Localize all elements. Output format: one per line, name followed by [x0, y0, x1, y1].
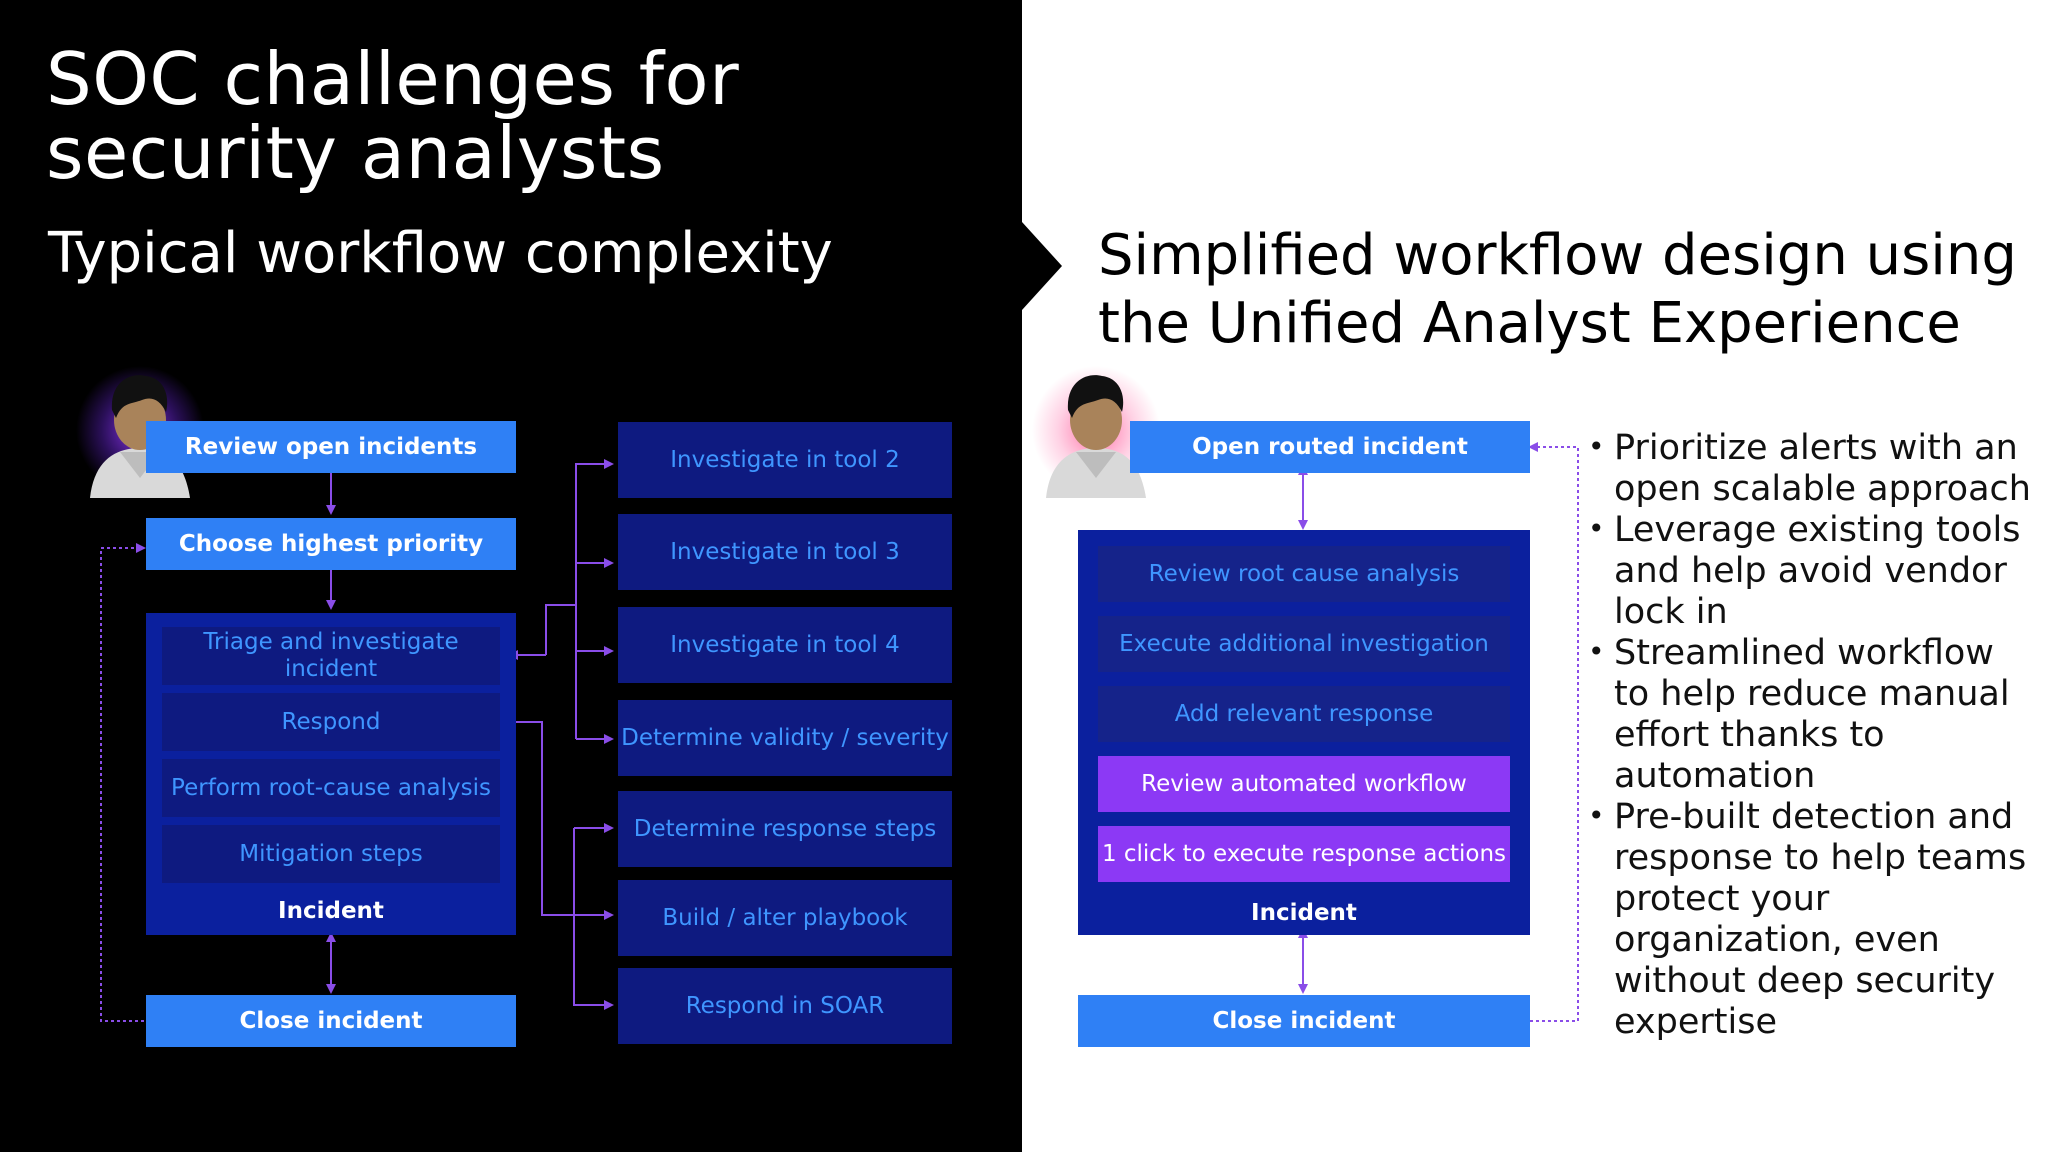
tool-3-step: Investigate in tool 3 [618, 514, 952, 590]
benefit-item: Prioritize alerts with an open scalable … [1588, 426, 2040, 510]
mitigation-step: Mitigation steps [162, 825, 500, 883]
left-heading: Typical workflow complexity [48, 221, 833, 286]
one-click-response-step: 1 click to execute response actions [1098, 826, 1510, 882]
review-root-cause-step: Review root cause analysis [1098, 546, 1510, 602]
validity-severity-step: Determine validity / severity [618, 700, 952, 776]
benefit-item: Streamlined workflow to help reduce manu… [1588, 631, 2040, 797]
tool-2-step: Investigate in tool 2 [618, 422, 952, 498]
left-incident-container: Triage and investigate incident Respond … [146, 613, 516, 935]
analyst-avatar-icon [1028, 348, 1168, 508]
response-steps-step: Determine response steps [618, 791, 952, 867]
benefit-item: Leverage existing tools and help avoid v… [1588, 508, 2040, 633]
left-close-incident-step: Close incident [146, 995, 516, 1047]
left-incident-label: Incident [278, 898, 384, 924]
respond-step: Respond [162, 693, 500, 751]
triage-step: Triage and investigate incident [162, 627, 500, 685]
review-open-incidents-step: Review open incidents [146, 421, 516, 473]
relevant-response-step: Add relevant response [1098, 686, 1510, 742]
choose-priority-step: Choose highest priority [146, 518, 516, 570]
right-heading: Simplified workflow design using the Uni… [1098, 223, 2017, 356]
playbook-step: Build / alter playbook [618, 880, 952, 956]
right-incident-container: Review root cause analysis Execute addit… [1078, 530, 1530, 935]
automated-workflow-step: Review automated workflow [1098, 756, 1510, 812]
benefit-item: Pre-built detection and response to help… [1588, 795, 2040, 1043]
open-routed-incident-step: Open routed incident [1130, 421, 1530, 473]
right-incident-label: Incident [1251, 900, 1357, 926]
soar-step: Respond in SOAR [618, 968, 952, 1044]
right-close-incident-step: Close incident [1078, 995, 1530, 1047]
tool-4-step: Investigate in tool 4 [618, 607, 952, 683]
slide-title: SOC challenges for security analysts [46, 37, 740, 195]
root-cause-step: Perform root-cause analysis [162, 759, 500, 817]
additional-investigation-step: Execute additional investigation [1098, 616, 1510, 672]
benefits-list: Prioritize alerts with an open scalable … [1588, 426, 2040, 1043]
